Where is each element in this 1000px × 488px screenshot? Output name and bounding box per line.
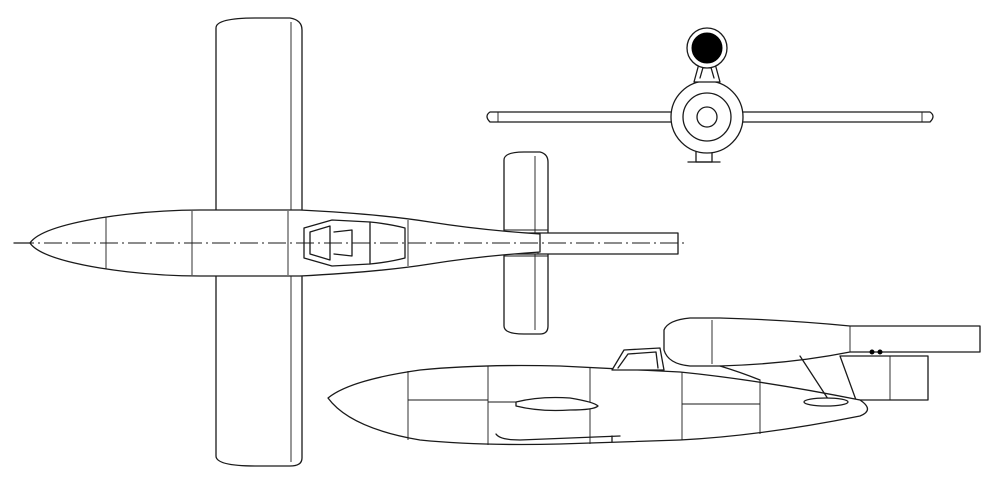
top-view bbox=[13, 17, 688, 467]
side-view-engine-tube bbox=[663, 317, 981, 367]
front-view-fuselage bbox=[670, 80, 744, 154]
side-view-skid bbox=[495, 433, 621, 441]
side-view bbox=[327, 317, 981, 446]
side-view-engine-pylon bbox=[611, 347, 831, 403]
side-view-tail-block bbox=[839, 349, 929, 401]
side-view-wing-section bbox=[515, 396, 599, 412]
front-view-engine-intake bbox=[686, 27, 728, 69]
front-view bbox=[486, 27, 934, 163]
side-view-elevator bbox=[803, 397, 849, 407]
